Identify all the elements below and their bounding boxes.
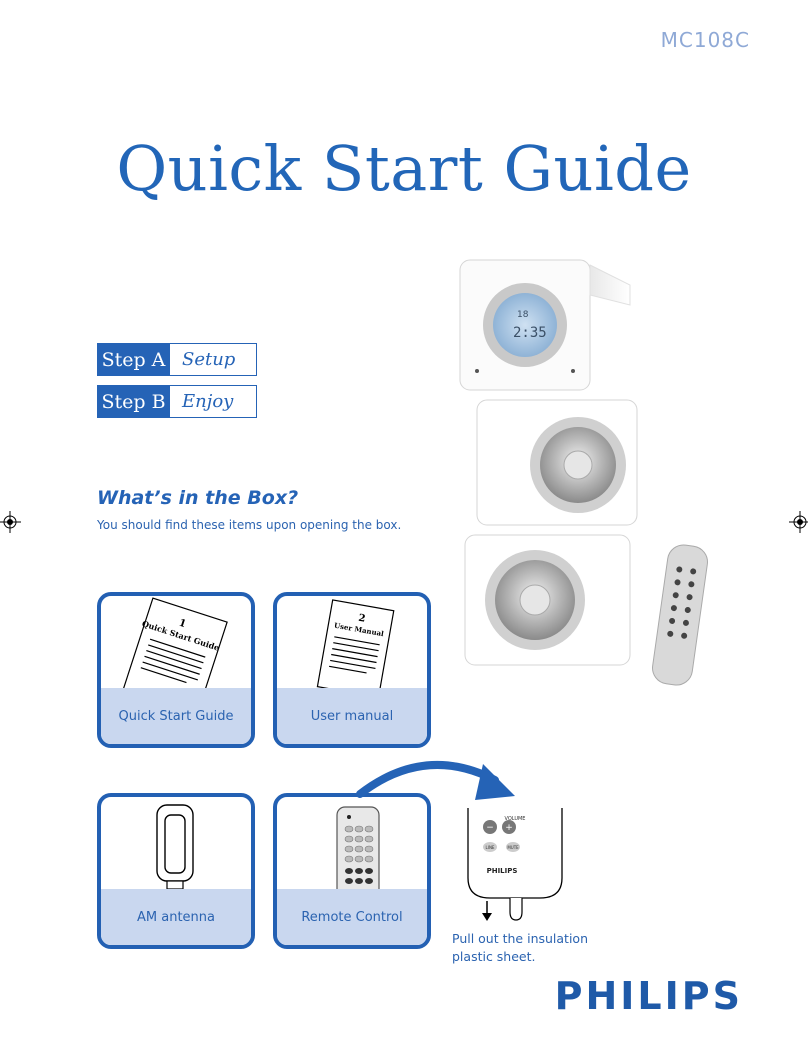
- remote-left-button-label: LINE: [486, 845, 495, 850]
- svg-text:2:35: 2:35: [513, 325, 547, 341]
- card-caption: Quick Start Guide: [101, 688, 251, 744]
- antenna-icon: [156, 804, 194, 889]
- card-am-antenna: AM antenna: [97, 793, 255, 949]
- svg-text:18: 18: [517, 310, 529, 320]
- step-b-label: Step B: [97, 385, 170, 418]
- registration-mark-right: [789, 511, 808, 533]
- document-icon: 2 User Manual: [316, 599, 395, 688]
- box-heading: What’s in the Box?: [97, 487, 299, 509]
- remote-right-button-label: MUTE: [507, 845, 519, 850]
- model-number: MC108C: [660, 28, 750, 52]
- curved-arrow-icon: [356, 761, 515, 800]
- registration-mark-left: [0, 511, 21, 533]
- svg-text:+: +: [505, 823, 513, 833]
- step-b: Step B Enjoy: [97, 385, 257, 418]
- step-a-label: Step A: [97, 343, 170, 376]
- remote-icon: [336, 806, 380, 889]
- card-user-manual: 2 User Manual User manual: [273, 592, 431, 748]
- card-quick-start-guide: 1 Quick Start Guide Quick Start Guide: [97, 592, 255, 748]
- brand-logo: PHILIPS: [554, 974, 743, 1018]
- doc-number-1: 1: [177, 618, 187, 631]
- page-title: Quick Start Guide: [116, 132, 692, 205]
- remote-volume-label: VOLUME: [505, 816, 526, 822]
- step-a-value: Setup: [170, 343, 257, 376]
- svg-text:−: −: [486, 823, 494, 833]
- remote-brand-label: PHILIPS: [487, 867, 518, 875]
- product-image: 18 2:35: [459, 259, 708, 686]
- step-b-value: Enjoy: [170, 385, 257, 418]
- card-caption: AM antenna: [101, 889, 251, 945]
- remote-detail-illustration: VOLUME − + LINE MUTE PHILIPS: [467, 808, 563, 921]
- card-caption: User manual: [277, 688, 427, 744]
- step-a: Step A Setup: [97, 343, 257, 376]
- doc-number-2: 2: [357, 613, 366, 625]
- instruction-text: Pull out the insulation plastic sheet.: [452, 931, 588, 964]
- box-subtitle: You should find these items upon opening…: [97, 518, 402, 532]
- card-caption: Remote Control: [277, 889, 427, 945]
- card-remote-control: Remote Control: [273, 793, 431, 949]
- document-icon: 1 Quick Start Guide: [122, 597, 228, 688]
